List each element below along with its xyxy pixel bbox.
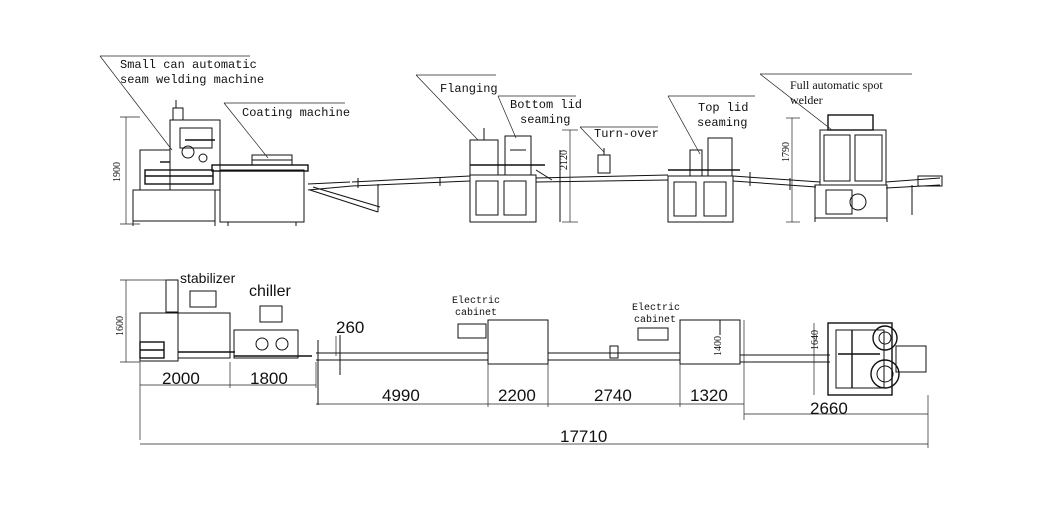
- height-2120-label: 2120: [559, 150, 570, 170]
- flanging-bottom-seaming-machine: [469, 128, 553, 223]
- turnover-label: Turn-over: [594, 127, 659, 141]
- bottom-lid-label-line1: Bottom lid: [510, 98, 582, 112]
- plan-welding-machine: [139, 279, 235, 362]
- plan-height-dims: 1600 1400 1640: [115, 279, 821, 395]
- dim-2200-label: 2200: [498, 386, 536, 405]
- plan-coating-chiller: [233, 305, 312, 359]
- electric-cabinet-2-label-line1: Electric: [632, 302, 680, 314]
- plan-conveyor: [316, 335, 680, 405]
- top-lid-label-line2: seaming: [697, 116, 747, 130]
- spot-welder-label-line1: Full automatic spot: [790, 78, 883, 92]
- side-conveyor-1: [307, 175, 471, 213]
- stabilizer-label: stabilizer: [180, 270, 236, 286]
- side-view: 1900 2120 1790: [99, 55, 943, 226]
- seam-welding-machine: [132, 100, 221, 226]
- plan-electric-cabinet-2: [637, 319, 741, 365]
- electric-cabinet-1-label-line2: cabinet: [455, 307, 497, 319]
- dim-2740-label: 2740: [594, 386, 632, 405]
- top-lid-seaming-machine: [667, 137, 740, 223]
- dim-2000-label: 2000: [162, 369, 200, 388]
- height-1640-label: 1640: [810, 330, 821, 350]
- chiller-label: chiller: [249, 283, 291, 300]
- plan-electric-cabinet-1: [457, 319, 549, 365]
- spot-welder-machine: [814, 114, 943, 222]
- coating-machine: [211, 154, 309, 226]
- dim-4990-label: 4990: [382, 386, 420, 405]
- plan-dimension-lines: [139, 336, 929, 448]
- side-conveyor-2: [535, 148, 669, 222]
- side-conveyor-3: [732, 172, 821, 190]
- height-1900-label: 1900: [112, 162, 123, 182]
- electric-cabinet-1-label-line1: Electric: [452, 295, 500, 307]
- dim-total-label: 17710: [560, 427, 607, 446]
- plan-spot-welder: [740, 322, 927, 396]
- welding-machine-label-line2: seam welding machine: [120, 73, 264, 87]
- plan-view: 1600 1400 1640: [115, 270, 929, 448]
- height-1400-label: 1400: [713, 336, 724, 356]
- electric-cabinet-2-label-line2: cabinet: [634, 314, 676, 326]
- height-1790-label: 1790: [781, 142, 792, 162]
- dim-260-label: 260: [336, 318, 364, 337]
- bottom-lid-label-line2: seaming: [520, 113, 570, 127]
- dim-1800-label: 1800: [250, 369, 288, 388]
- welding-machine-label-line1: Small can automatic: [120, 58, 257, 72]
- dim-2660-label: 2660: [810, 399, 848, 418]
- top-lid-label-line1: Top lid: [698, 101, 748, 115]
- side-height-dims: 1900 2120 1790: [112, 116, 800, 225]
- coating-machine-label: Coating machine: [242, 106, 350, 120]
- flanging-label: Flanging: [440, 82, 498, 96]
- dim-1320-label: 1320: [690, 386, 728, 405]
- side-leader-lines: [99, 55, 912, 159]
- height-1600-label: 1600: [115, 316, 126, 336]
- spot-welder-label-line2: welder: [790, 93, 823, 107]
